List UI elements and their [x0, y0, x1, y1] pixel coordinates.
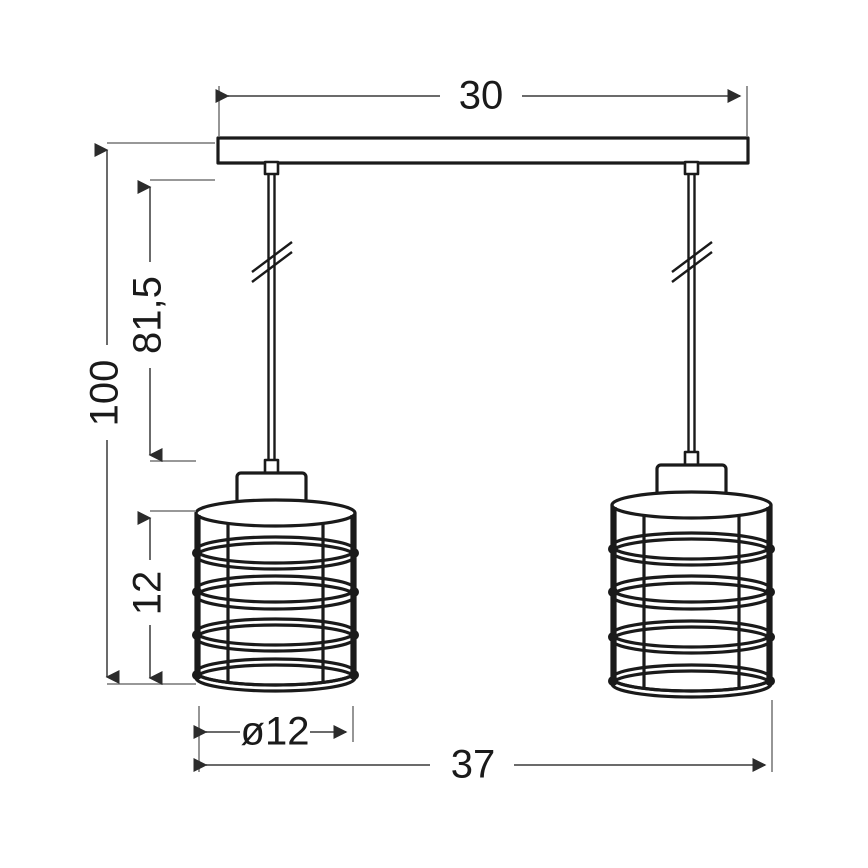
right-cable-break-mark [671, 241, 713, 283]
dimension-label-815: 81,5 [126, 276, 170, 354]
dimension-shade-diameter: ø12 [193, 710, 348, 754]
left-cable-connector [263, 160, 280, 176]
dimension-label-12: 12 [126, 571, 170, 616]
lamp-fixture [192, 136, 775, 699]
right-shade-joints [608, 544, 775, 686]
left-shade-top-rim [194, 498, 357, 528]
canopy-bar [216, 136, 750, 165]
dimension-suspension-height: 81,5 [126, 180, 170, 462]
dimension-label-d12: ø12 [241, 710, 310, 754]
right-cable-connector [683, 160, 700, 176]
left-pendant [192, 160, 359, 693]
dimension-canopy-width: 30 [215, 74, 742, 118]
dimension-overall-width: 37 [193, 743, 767, 787]
right-pendant [608, 160, 775, 699]
left-cable-break-mark [251, 241, 293, 283]
dimension-total-height: 100 [83, 143, 127, 684]
dimension-label-37: 37 [451, 743, 496, 787]
dimension-annotations: 30 100 81,5 12 [83, 74, 773, 787]
dimension-label-30: 30 [459, 74, 504, 118]
dimension-shade-height: 12 [126, 511, 170, 685]
right-shade-top-rim [610, 490, 773, 520]
witness-lines [107, 86, 773, 772]
dimension-label-100: 100 [83, 360, 127, 427]
left-shade-joints [192, 548, 359, 680]
